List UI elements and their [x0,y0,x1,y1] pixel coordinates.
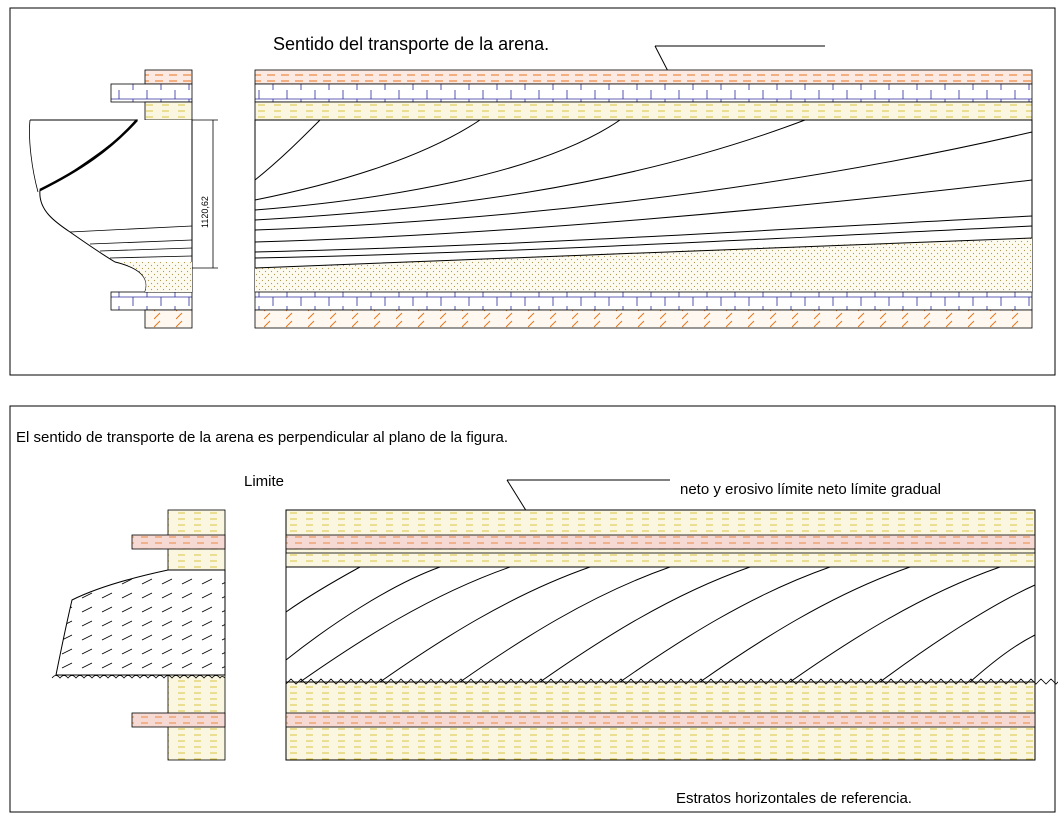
strata-pink-top [285,534,1036,550]
column-erosive-base [51,675,226,679]
cross-beds-lower [285,566,1036,683]
top-strata-block [254,69,1033,329]
strata-brick-top [254,83,1033,103]
strata-light-bed [285,552,1036,568]
top-column: 1120,62 [29,69,218,329]
top-panel: Sentido del transporte de la arena. [9,7,1056,376]
column-orange-hatch [144,309,193,329]
column-yellow-band [144,101,193,121]
bottom-caption: El sentido de transporte de la arena es … [16,429,508,446]
column-pink-band-lower [131,712,226,728]
limit-label: Limite [244,473,284,490]
strata-pink-bottom [285,712,1036,728]
bottom-column [51,509,226,761]
column-brick-band [110,83,193,103]
top-title: Sentido del transporte de la arena. [273,34,549,54]
column-orange-band [144,69,193,85]
reference-label: Estratos horizontales de referencia. [676,790,912,807]
strata-orange-top [254,69,1033,85]
erosive-limit [285,678,1058,685]
column-erosive-wedge [55,569,226,676]
bottom-strata-block [285,509,1058,761]
column-brick-band-lower [110,291,193,311]
bottom-panel: El sentido de transporte de la arena es … [9,405,1058,813]
strata-dotted-wedge [255,238,1032,292]
limit-types: neto y erosivo límite neto límite gradua… [680,481,941,498]
strata-brick-bottom [254,291,1033,311]
dimension-label: 1120,62 [200,196,210,228]
column-pink-band [131,534,226,550]
bottom-panel-frame [9,405,1056,813]
strata-cross-bedded [285,566,1036,683]
dimension-line [192,119,218,269]
top-panel-frame [9,7,1056,376]
strata-orange-hatch [254,309,1033,329]
strata-yellow [254,101,1033,121]
